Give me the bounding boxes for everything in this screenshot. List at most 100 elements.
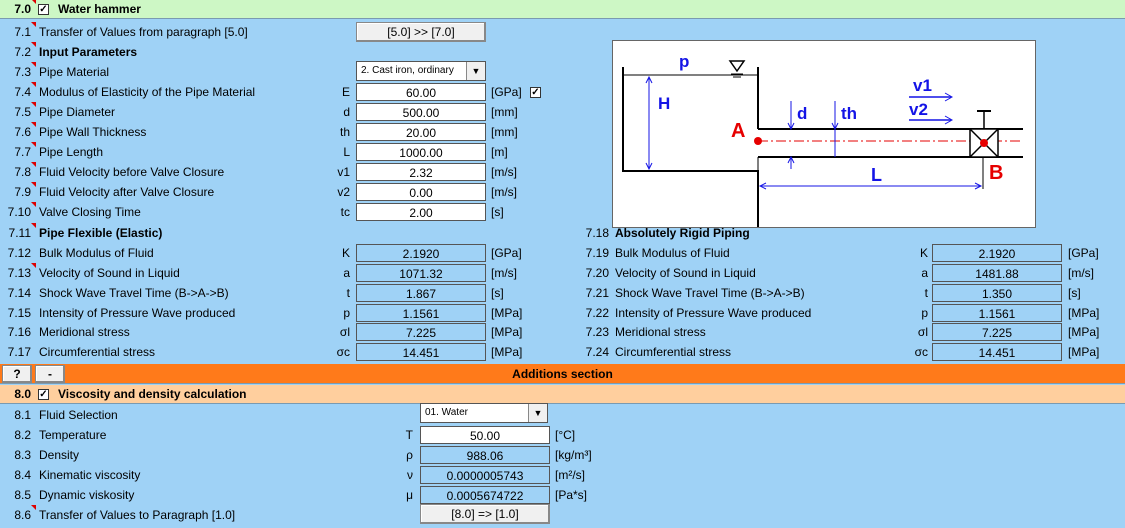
row-number: 7.11 [0, 223, 36, 243]
pipe-diameter-label: Pipe Diameter [39, 105, 116, 119]
flex-pressure-wave-value: 1.1561 [356, 304, 486, 322]
label-a: A [731, 120, 745, 142]
kinematic-viscosity-unit: [m²/s] [555, 468, 585, 482]
section-number: 7.0 [0, 0, 36, 19]
rigid-circumferential-stress-symbol: σc [914, 345, 928, 359]
kinematic-viscosity-label: Kinematic viscosity [39, 468, 141, 482]
chevron-down-icon[interactable]: ▼ [528, 404, 547, 422]
dynamic-viscosity-symbol: μ [406, 488, 413, 502]
transfer-8-to-1-button[interactable]: [8.0] => [1.0] [420, 504, 550, 524]
pipe-diameter-unit: [mm] [491, 105, 518, 119]
fluid-select-value: 01. Water [425, 407, 468, 418]
section-7-checkbox[interactable]: ✓ [38, 4, 49, 15]
section-8-header: 8.0 ✓ Viscosity and density calculation [0, 385, 1125, 404]
label-d: d [797, 104, 807, 123]
rigid-travel-time-symbol: t [924, 286, 928, 300]
flex-bulk-modulus-value: 2.1920 [356, 244, 486, 262]
row-number: 7.7 [0, 142, 36, 162]
row-number: 7.1 [0, 22, 36, 42]
row-number: 7.3 [0, 62, 36, 82]
point-a-marker [754, 137, 762, 145]
rigid-travel-time-unit: [s] [1068, 286, 1081, 300]
modulus-unit: [GPa] [491, 85, 522, 99]
collapse-button[interactable]: - [35, 365, 65, 383]
tank-wall-bottom [622, 67, 759, 229]
velocity-before-input[interactable]: 2.32 [356, 163, 486, 181]
pipe-length-label: Pipe Length [39, 145, 104, 159]
section-8-checkbox[interactable]: ✓ [38, 389, 49, 400]
density-symbol: ρ [406, 448, 413, 462]
transfer-5-to-7-button[interactable]: [5.0] >> [7.0] [356, 22, 486, 42]
row-number: 7.12 [7, 246, 31, 260]
flex-meridional-stress-unit: [MPa] [491, 325, 523, 339]
valve-closing-time-input[interactable]: 2.00 [356, 203, 486, 221]
velocity-after-unit: [m/s] [491, 185, 517, 199]
temperature-symbol: T [405, 428, 413, 442]
row-number: 7.2 [0, 42, 36, 62]
row-number: 7.14 [7, 286, 31, 300]
flex-sound-velocity-unit: [m/s] [491, 266, 517, 280]
rigid-bulk-modulus-unit: [GPa] [1068, 246, 1099, 260]
rigid-circumferential-stress-label: Circumferential stress [615, 345, 732, 359]
flex-meridional-stress-label: Meridional stress [39, 325, 130, 339]
flex-circumferential-stress-symbol: σc [336, 345, 350, 359]
row-number: 8.3 [14, 448, 31, 462]
rigid-pressure-wave-symbol: p [921, 306, 928, 320]
row-number: 7.19 [585, 246, 609, 260]
row-number: 8.5 [14, 488, 31, 502]
flex-pressure-wave-symbol: p [343, 306, 350, 320]
transfer-to-1-label: Transfer of Values to Paragraph [1.0] [39, 508, 236, 522]
velocity-after-input[interactable]: 0.00 [356, 183, 486, 201]
wall-thickness-label: Pipe Wall Thickness [39, 125, 147, 139]
flex-bulk-modulus-label: Bulk Modulus of Fluid [39, 246, 154, 260]
flex-sound-velocity-value: 1071.32 [356, 264, 486, 282]
pipe-material-select[interactable]: 2. Cast iron, ordinary ▼ [356, 61, 486, 81]
pipe-diameter-input[interactable]: 500.00 [356, 103, 486, 121]
help-button[interactable]: ? [2, 365, 32, 383]
water-level-icon [728, 60, 746, 73]
row-number: 8.6 [0, 505, 36, 525]
water-hammer-diagram-svg: p H d th v1 v2 A B L [622, 52, 1023, 229]
flex-circumferential-stress-value: 14.451 [356, 343, 486, 361]
density-value: 988.06 [420, 446, 550, 464]
row-number: 7.21 [585, 286, 609, 300]
row-number: 7.15 [7, 306, 31, 320]
row-number: 8.1 [14, 408, 31, 422]
row-number: 7.5 [0, 102, 36, 122]
rigid-sound-velocity-value: 1481.88 [932, 264, 1062, 282]
chevron-down-icon[interactable]: ▼ [466, 62, 485, 80]
flex-travel-time-symbol: t [346, 286, 350, 300]
rigid-pressure-wave-label: Intensity of Pressure Wave produced [615, 306, 812, 320]
pipe-material-label: Pipe Material [39, 65, 110, 79]
rigid-travel-time-value: 1.350 [932, 284, 1062, 302]
flex-sound-velocity-symbol: a [343, 266, 350, 280]
row-number: 7.13 [0, 263, 36, 283]
modulus-override-checkbox[interactable]: ✓ [530, 87, 541, 98]
fluid-select[interactable]: 01. Water ▼ [420, 403, 548, 423]
temperature-input[interactable]: 50.00 [420, 426, 550, 444]
pipe-length-input[interactable]: 1000.00 [356, 143, 486, 161]
row-number: 7.22 [585, 306, 609, 320]
row-number: 7.8 [0, 162, 36, 182]
label-l: L [871, 165, 882, 185]
dynamic-viscosity-label: Dynamic viskosity [39, 488, 135, 502]
velocity-after-symbol: v2 [337, 185, 350, 199]
additions-section-bar: ? - Additions section [0, 364, 1125, 384]
rigid-sound-velocity-label: Velocity of Sound in Liquid [615, 266, 756, 280]
additions-section-title: Additions section [512, 367, 613, 381]
pipe-length-unit: [m] [491, 145, 508, 159]
row-number: 7.16 [7, 325, 31, 339]
row-number: 7.4 [0, 82, 36, 102]
modulus-input[interactable]: 60.00 [356, 83, 486, 101]
rigid-bulk-modulus-symbol: K [919, 246, 928, 260]
rigid-pressure-wave-unit: [MPa] [1068, 306, 1100, 320]
water-hammer-diagram: p H d th v1 v2 A B L [612, 40, 1036, 229]
section-number: 8.0 [14, 387, 31, 401]
wall-thickness-input[interactable]: 20.00 [356, 123, 486, 141]
flex-bulk-modulus-unit: [GPa] [491, 246, 522, 260]
flex-meridional-stress-symbol: σl [339, 325, 350, 339]
pipe-diameter-symbol: d [343, 105, 350, 119]
row-number: 7.17 [7, 345, 31, 359]
dynamic-viscosity-value: 0.0005674722 [420, 486, 550, 504]
flex-travel-time-value: 1.867 [356, 284, 486, 302]
